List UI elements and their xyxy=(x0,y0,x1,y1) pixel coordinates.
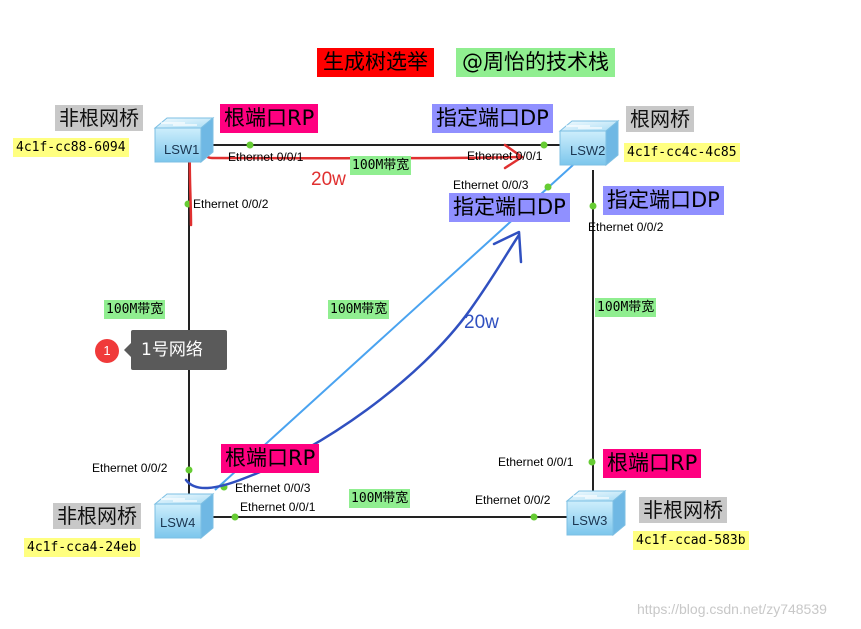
lsw4-role: 非根网桥 xyxy=(53,503,141,529)
port-dot xyxy=(540,141,548,149)
annotation-tooltip: 1号网络 xyxy=(124,330,227,370)
port-dot xyxy=(588,458,596,466)
lsw3-mac: 4c1f-ccad-583b xyxy=(633,531,749,550)
switch-name-lsw2: LSW2 xyxy=(570,143,605,158)
lsw2-designated-port-right: 指定端口DP xyxy=(603,186,724,215)
cost-red: 20w xyxy=(311,169,346,190)
lsw1-mac: 4c1f-cc88-6094 xyxy=(13,138,129,157)
cost-blue: 20w xyxy=(464,312,499,333)
lsw1-role: 非根网桥 xyxy=(55,105,143,131)
lsw2-designated-port-top: 指定端口DP xyxy=(432,104,553,133)
bandwidth-top: 100M带宽 xyxy=(350,156,412,175)
bandwidth-left: 100M带宽 xyxy=(104,300,166,319)
lsw2-if-001: Ethernet 0/0/1 xyxy=(467,149,543,163)
lsw4-if-001: Ethernet 0/0/1 xyxy=(240,500,316,514)
port-dot xyxy=(544,183,552,191)
lsw1-root-port: 根端口RP xyxy=(220,104,319,133)
arrow-icon xyxy=(492,230,523,264)
lsw4-if-003: Ethernet 0/0/3 xyxy=(235,481,311,495)
switch-icon[interactable]: LSW2 xyxy=(559,120,619,166)
bandwidth-bottom: 100M带宽 xyxy=(349,489,411,508)
port-dot xyxy=(246,141,254,149)
port-dot xyxy=(185,466,193,474)
lsw3-role: 非根网桥 xyxy=(639,497,727,523)
arrow-icon xyxy=(503,143,524,170)
lsw2-mac: 4c1f-cc4c-4c85 xyxy=(624,143,740,162)
blue-cost-path xyxy=(184,233,521,490)
lsw3-root-port: 根端口RP xyxy=(603,449,702,478)
lsw2-designated-port-mid: 指定端口DP xyxy=(449,193,570,222)
switch-name-lsw3: LSW3 xyxy=(572,513,607,528)
lsw4-mac: 4c1f-cca4-24eb xyxy=(24,538,140,557)
watermark: https://blog.csdn.net/zy748539 xyxy=(637,601,827,617)
title-author: @周怡的技术栈 xyxy=(456,48,615,77)
lsw2-role: 根网桥 xyxy=(626,106,694,132)
lsw4-if-002: Ethernet 0/0/2 xyxy=(92,461,168,475)
switch-name-lsw1: LSW1 xyxy=(164,142,199,157)
bandwidth-right: 100M带宽 xyxy=(595,298,657,317)
switch-name-lsw4: LSW4 xyxy=(160,515,195,530)
lsw3-if-001: Ethernet 0/0/1 xyxy=(498,455,574,469)
switch-icon[interactable]: LSW1 xyxy=(154,117,214,163)
lsw1-if-001: Ethernet 0/0/1 xyxy=(228,150,304,164)
port-dot xyxy=(589,202,597,210)
port-dot xyxy=(231,513,239,521)
title-main: 生成树选举 xyxy=(317,48,434,77)
switch-icon[interactable]: LSW4 xyxy=(154,493,214,539)
lsw2-if-003: Ethernet 0/0/3 xyxy=(453,178,529,192)
switch-icon[interactable]: LSW3 xyxy=(566,490,626,536)
annotation-badge[interactable]: 1 xyxy=(95,339,119,363)
port-dot xyxy=(530,513,538,521)
lsw3-if-002: Ethernet 0/0/2 xyxy=(475,493,551,507)
bandwidth-diag: 100M带宽 xyxy=(328,300,390,319)
lsw2-if-002: Ethernet 0/0/2 xyxy=(588,220,664,234)
lsw1-if-002: Ethernet 0/0/2 xyxy=(193,197,269,211)
lsw4-root-port: 根端口RP xyxy=(221,444,320,473)
